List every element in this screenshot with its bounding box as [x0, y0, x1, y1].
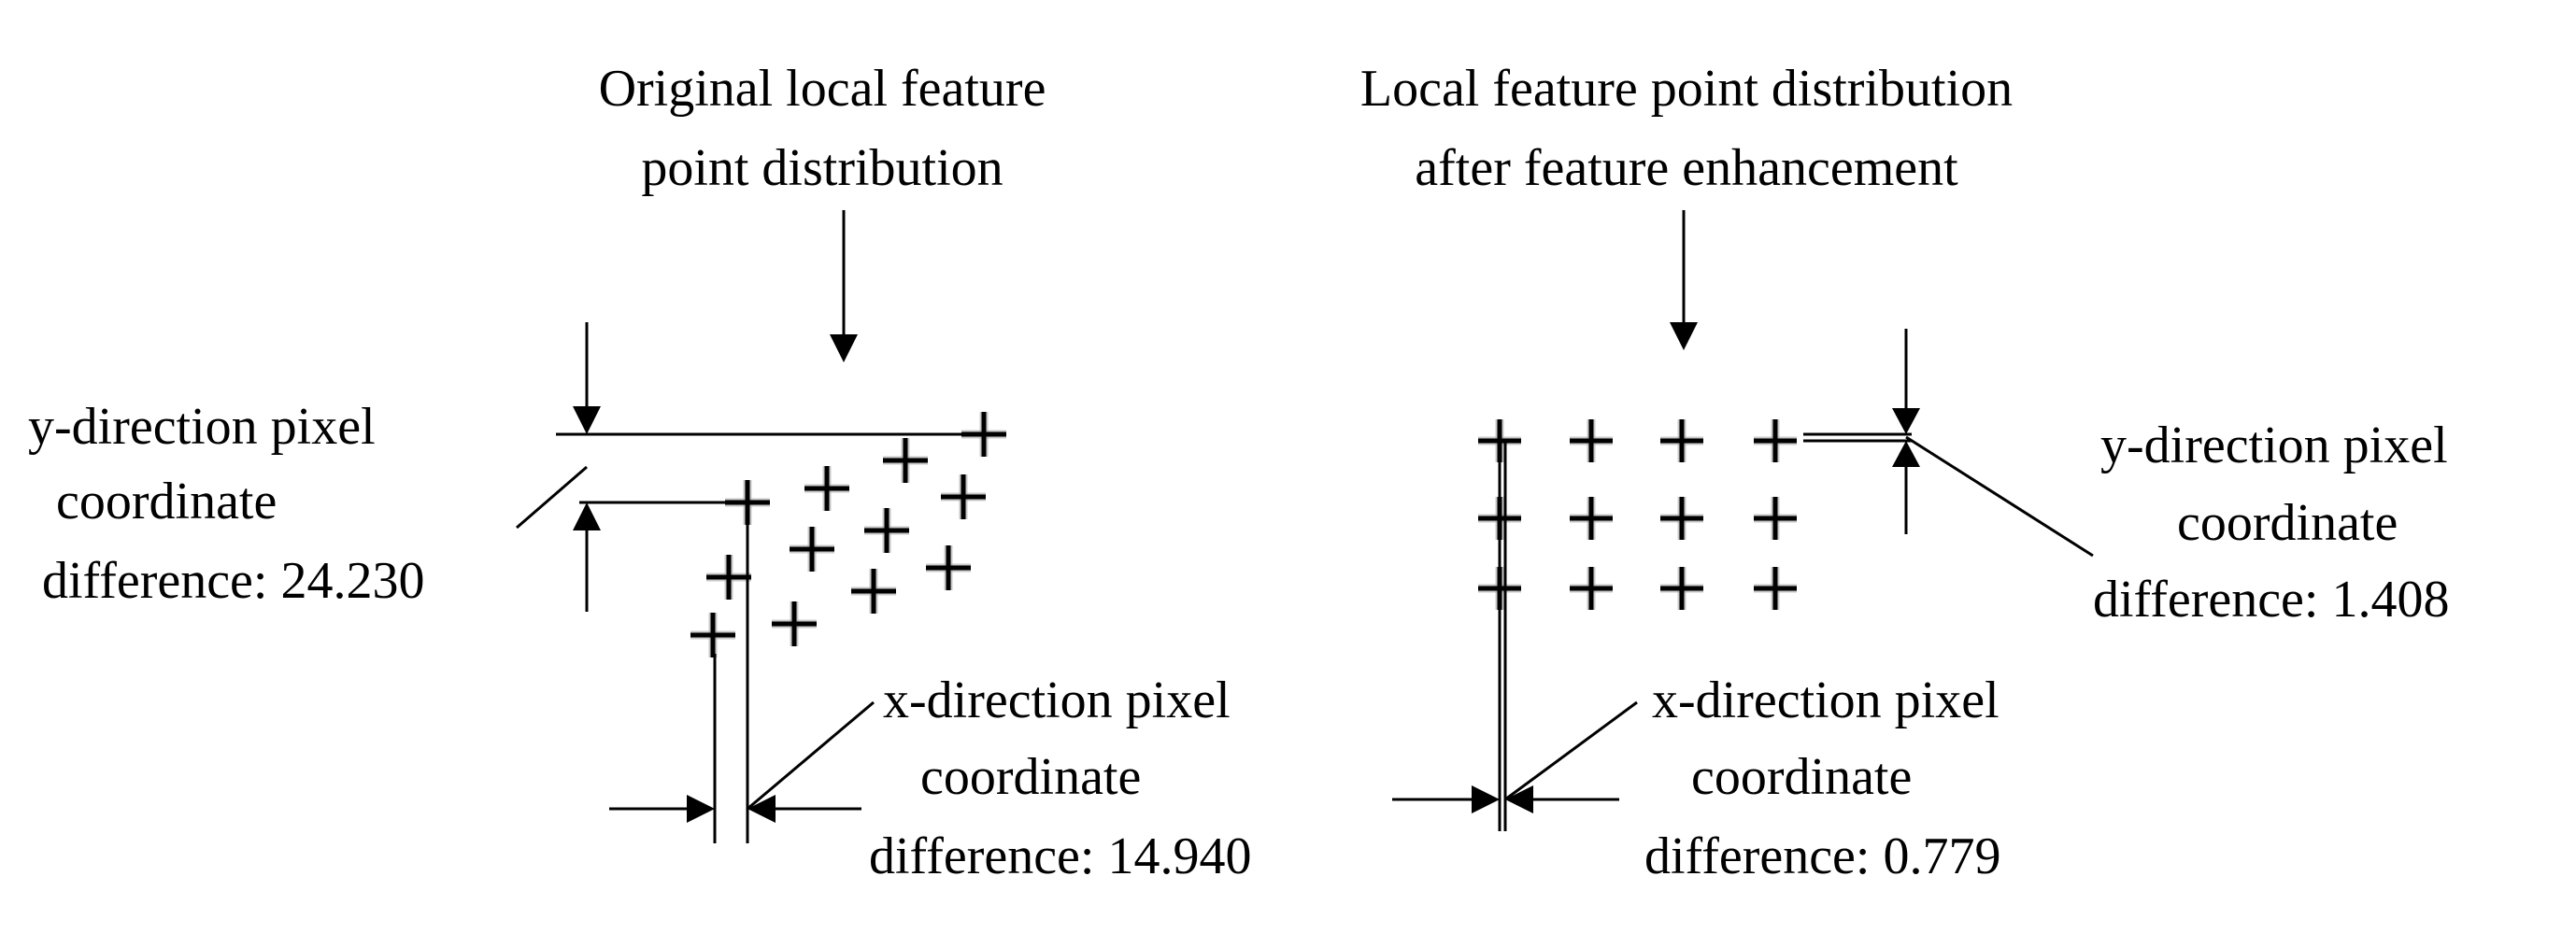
left-y-label-line3: difference: 24.230: [42, 552, 424, 610]
plus-icon: [883, 438, 928, 483]
left-x-arrow-left: [747, 795, 776, 823]
left-x-label-line2: coordinate: [920, 748, 1141, 806]
left-x-leader: [747, 700, 875, 811]
left-y-arrow-up: [573, 502, 601, 530]
plus-icon: [690, 613, 735, 657]
plus-icon: [1570, 497, 1613, 540]
plus-icon: [1754, 567, 1797, 610]
right-feature-points: [1478, 419, 1797, 610]
plus-icon: [804, 466, 849, 511]
left-feature-points: [690, 412, 1006, 657]
right-x-arrow-right: [1472, 785, 1500, 813]
plus-icon: [1660, 567, 1703, 610]
plus-icon: [725, 480, 770, 525]
left-y-label-line2: coordinate: [56, 473, 277, 530]
right-y-arrow-down: [1892, 408, 1920, 434]
left-y-dimension: [516, 322, 992, 612]
left-y-arrow-down: [573, 406, 601, 434]
right-x-label-line1: x-direction pixel: [1652, 671, 2000, 729]
right-x-arrow-left: [1505, 785, 1533, 813]
left-x-dimension: [609, 523, 875, 843]
plus-icon: [772, 601, 817, 646]
plus-icon: [926, 545, 971, 590]
right-title-line2: after feature enhancement: [1415, 139, 1958, 197]
right-y-leader: [1905, 435, 2094, 558]
right-title-arrow: [1670, 210, 1698, 350]
plus-icon: [851, 569, 896, 614]
right-x-dimension: [1392, 441, 1638, 831]
plus-icon: [864, 508, 909, 553]
right-x-label-line2: coordinate: [1691, 748, 1912, 806]
plus-icon: [706, 555, 751, 600]
left-title-line1: Original local feature: [599, 60, 1046, 118]
right-x-label-line3: difference: 0.779: [1644, 827, 2000, 885]
left-x-arrow-right: [687, 795, 715, 823]
left-x-label-line1: x-direction pixel: [883, 671, 1231, 729]
plus-icon: [1754, 419, 1797, 462]
plus-icon: [1660, 497, 1703, 540]
right-y-label-line1: y-direction pixel: [2100, 417, 2448, 474]
right-y-dimension: [1803, 329, 2094, 558]
right-x-leader: [1504, 700, 1638, 801]
right-panel: Local feature point distribution after f…: [1360, 60, 2450, 885]
plus-icon: [790, 527, 834, 572]
left-y-leader: [516, 465, 588, 530]
left-y-label-line1: y-direction pixel: [28, 398, 376, 456]
right-title-line1: Local feature point distribution: [1360, 60, 2013, 118]
left-panel: Original local feature point distributio…: [28, 60, 1251, 885]
left-x-label-line3: difference: 14.940: [869, 827, 1251, 885]
plus-icon: [961, 412, 1006, 457]
right-y-label-line2: coordinate: [2177, 494, 2398, 552]
plus-icon: [1570, 567, 1613, 610]
right-y-label-line3: difference: 1.408: [2093, 571, 2449, 629]
right-y-arrow-up: [1892, 441, 1920, 467]
plus-icon: [1754, 497, 1797, 540]
left-title-arrow: [830, 210, 858, 362]
left-title-line2: point distribution: [641, 139, 1003, 197]
plus-icon: [1660, 419, 1703, 462]
plus-icon: [1570, 419, 1613, 462]
plus-icon: [941, 474, 986, 519]
